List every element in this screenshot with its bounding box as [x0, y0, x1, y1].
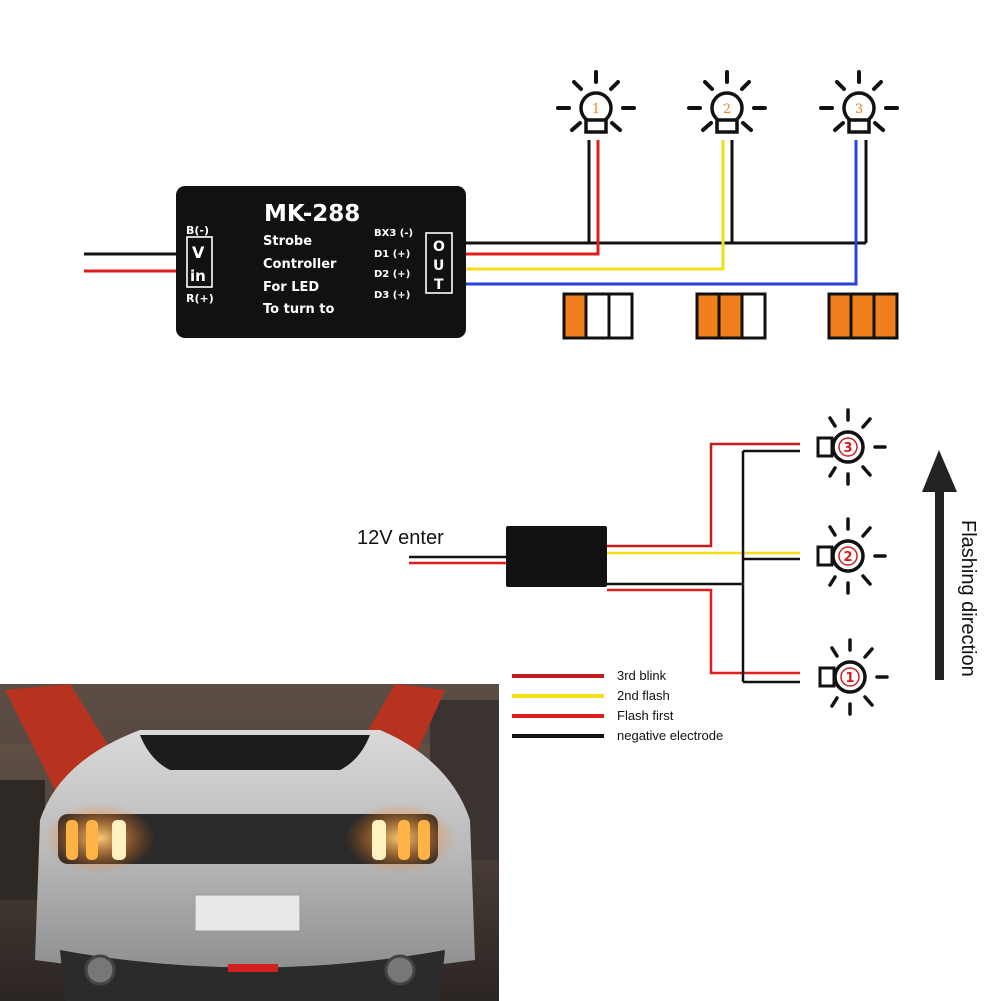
controller-box: MK-288 Strobe Controller For LED To turn… — [176, 186, 466, 338]
wire-blue-d3 — [466, 140, 858, 286]
controller-desc-line: To turn to — [263, 302, 334, 317]
license-plate — [194, 894, 301, 932]
wire-red-d1 — [466, 140, 600, 256]
exhaust-right — [384, 954, 416, 986]
exhaust-left — [84, 954, 116, 986]
controller-desc-line: For LED — [263, 280, 319, 295]
flashing-direction-arrow — [922, 450, 957, 680]
lower-module-box — [506, 526, 607, 587]
input-pin-b: B(-) — [186, 224, 209, 237]
top-lamp-1: 1 — [556, 70, 636, 134]
lamp-number: 2 — [843, 550, 852, 565]
out-pin: D1 (+) — [374, 249, 410, 260]
vin-frame — [186, 236, 213, 288]
legend: 3rd blink 2nd flash Flash first negative… — [512, 668, 723, 743]
lower-output-wires — [607, 442, 800, 684]
lower-lamp-2: 2 — [816, 517, 887, 595]
controller-desc-line: Controller — [263, 257, 337, 272]
legend-label: 3rd blink — [617, 668, 667, 683]
wire-third-blink — [607, 442, 800, 548]
out-frame — [425, 232, 453, 294]
tail-light-left — [45, 803, 155, 873]
lamp-number: 1 — [592, 102, 600, 117]
legend-label: 2nd flash — [617, 688, 670, 703]
sequence-indicator-3 — [827, 292, 899, 340]
out-pin: BX3 (-) — [374, 228, 413, 239]
out-letter: T — [434, 277, 444, 293]
sequence-indicator-2 — [695, 292, 767, 340]
wire-flash-first — [607, 588, 800, 675]
legend-label: Flash first — [617, 708, 674, 723]
vin-in: in — [190, 267, 206, 285]
lamp-number: 3 — [855, 102, 863, 117]
legend-label: negative electrode — [617, 728, 723, 743]
car-rear-photo — [0, 684, 499, 1001]
controller-desc-line: Strobe — [263, 234, 312, 249]
lamp-number: 3 — [843, 441, 852, 456]
out-pin: D3 (+) — [374, 290, 410, 301]
lower-diagram: 12V enter — [357, 408, 979, 743]
top-diagram: MK-288 Strobe Controller For LED To turn… — [84, 70, 899, 340]
top-lamp-3: 3 — [819, 70, 899, 134]
top-lamp-2: 2 — [687, 70, 767, 134]
input-pin-r: R(+) — [186, 292, 214, 305]
out-letter: U — [433, 258, 444, 274]
vin-v: V — [192, 243, 205, 262]
controller-model: MK-288 — [264, 201, 360, 227]
lower-lamp-3: 3 — [816, 408, 887, 486]
output-wires — [466, 140, 868, 286]
lower-lamp-1: 1 — [818, 638, 889, 716]
lamp-number: 2 — [723, 102, 731, 117]
tail-light-right — [345, 803, 455, 873]
sequence-indicator-1 — [562, 292, 634, 340]
input-label: 12V enter — [357, 527, 444, 549]
out-pin: D2 (+) — [374, 269, 410, 280]
wire-yellow-d2 — [466, 140, 725, 271]
direction-label: Flashing direction — [957, 520, 979, 677]
out-letter: O — [433, 239, 445, 255]
lamp-number: 1 — [845, 671, 854, 686]
